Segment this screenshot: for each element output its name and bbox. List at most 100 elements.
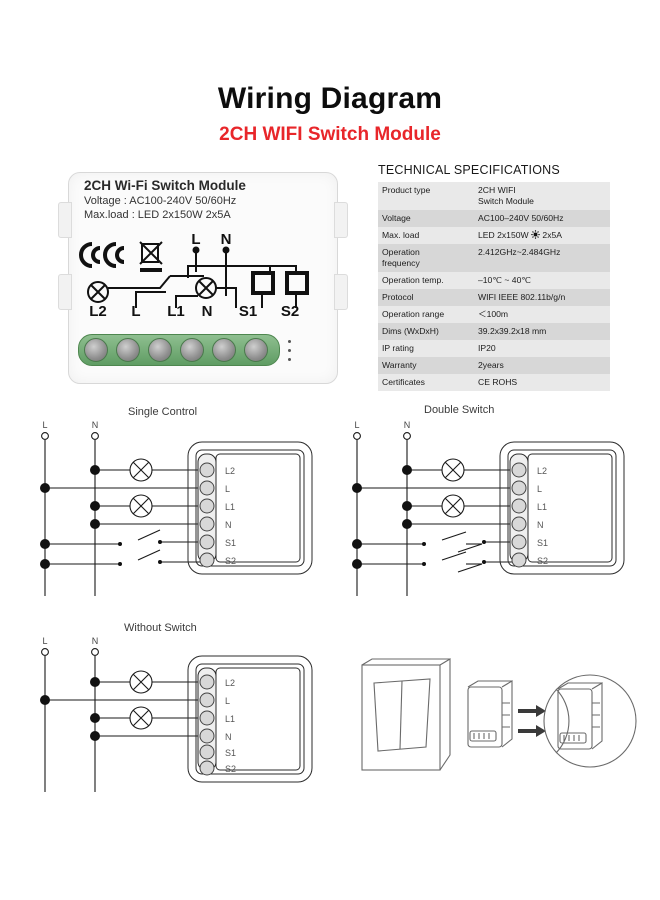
table-row: Protocol WIFI IEEE 802.11b/g/n: [378, 289, 610, 306]
spec-key: Certificates: [382, 377, 425, 387]
terminal-label-L2: L2: [225, 466, 235, 476]
double-switch-title: Double Switch: [424, 404, 495, 416]
spec-key: Dims (WxDxH): [382, 326, 439, 336]
spec-table-title: TECHNICAL SPECIFICATIONS: [378, 163, 560, 177]
screw-terminal: [244, 338, 268, 362]
single-control-diagram: L N L2 L L1 N S1 S2: [40, 420, 313, 596]
product-photo: 2CH Wi-Fi Switch Module Voltage : AC100-…: [58, 166, 358, 391]
spec-key: IP rating: [382, 343, 414, 353]
spec-key: Protocol: [382, 292, 414, 302]
screw-terminal: [116, 338, 140, 362]
sun-icon: [531, 230, 540, 239]
terminal-label-L1: L1: [225, 502, 235, 512]
spec-key: Max. load: [382, 230, 420, 240]
status-led-dots: [288, 340, 291, 367]
screw-terminal: [180, 338, 204, 362]
mounting-tab: [58, 202, 72, 238]
spec-key: Warranty: [382, 360, 417, 370]
terminal-label-S2: S2: [537, 556, 548, 566]
terminal-label-L2: L2: [537, 466, 547, 476]
face-terminal-L1: L1: [167, 303, 185, 316]
rail-label-L: L: [42, 420, 47, 430]
spec-value: 2.412GHz~2.484GHz: [478, 247, 561, 257]
module-face-schematic: L N L2 L L1 N S1 S2: [79, 231, 309, 316]
spec-value-amps: 2x5A: [542, 230, 563, 240]
terminal-label-L2: L2: [225, 678, 235, 688]
terminal-label-S1: S1: [537, 538, 548, 548]
table-row: Voltage AC100–240V 50/60Hz: [378, 210, 610, 227]
spec-value: –10℃ ~ 40℃: [478, 275, 531, 285]
product-label-line3: Max.load : LED 2x150W 2x5A: [84, 209, 231, 221]
terminal-label-N: N: [225, 520, 232, 530]
page-subtitle: 2CH WIFI Switch Module: [219, 124, 441, 145]
table-row: Operation range ＜100m: [378, 306, 610, 323]
terminal-label-S1: S1: [225, 748, 236, 758]
rail-label-N: N: [92, 420, 99, 430]
table-row: Dims (WxDxH) 39.2x39.2x18 mm: [378, 323, 610, 340]
table-row: Product type 2CH WIFI Switch Module: [378, 182, 610, 210]
rail-label-L: L: [354, 420, 359, 430]
page-title: Wiring Diagram: [217, 82, 443, 115]
terminal-label-S1: S1: [225, 538, 236, 548]
screw-terminal: [212, 338, 236, 362]
table-row: Max. load LED 2x150W 2x5A: [378, 227, 610, 244]
mounting-tab: [334, 274, 348, 310]
spec-value: IP20: [478, 343, 496, 353]
spec-key: Product type: [382, 185, 431, 195]
round-back-box-icon: [543, 674, 637, 768]
face-terminal-L2: L2: [89, 303, 107, 316]
spec-value: 39.2x39.2x18 mm: [478, 326, 547, 336]
spec-value-led: LED 2x150W: [478, 230, 529, 240]
spec-value: 2CH WIFI Switch Module: [478, 185, 534, 206]
screw-terminal: [148, 338, 172, 362]
terminal-label-L: L: [537, 484, 542, 494]
rail-label-L: L: [42, 636, 47, 646]
face-input-L: L: [191, 231, 200, 248]
face-terminal-L: L: [131, 303, 140, 316]
face-terminal-N: N: [202, 303, 213, 316]
spec-key: Operation frequency: [382, 247, 420, 268]
terminal-label-L: L: [225, 484, 230, 494]
spec-key: Voltage: [382, 213, 411, 223]
spec-value: WIFI IEEE 802.11b/g/n: [478, 292, 566, 302]
spec-value: ＜100m: [478, 309, 509, 319]
without-switch-diagram: L N L2 L L1 N S1 S2: [40, 636, 313, 792]
table-row: Operation temp. –10℃ ~ 40℃: [378, 272, 610, 289]
terminal-label-N: N: [225, 732, 232, 742]
wall-plate-icon: [361, 658, 451, 771]
spec-key: Operation range: [382, 309, 445, 319]
spec-key: Operation temp.: [382, 275, 444, 285]
face-terminal-S1: S1: [239, 303, 257, 316]
spec-value: LED 2x150W 2x5A: [474, 227, 610, 244]
mounting-tab: [334, 202, 348, 238]
double-switch-diagram: L N L2 L L1 N S1 S2: [352, 420, 625, 596]
single-control-title: Single Control: [128, 406, 198, 418]
mounting-tab: [58, 274, 72, 310]
rail-label-N: N: [92, 636, 99, 646]
terminal-label-S2: S2: [225, 764, 236, 774]
face-terminal-S2: S2: [281, 303, 299, 316]
spec-value: 2years: [478, 360, 504, 370]
terminal-label-L: L: [225, 696, 230, 706]
screw-terminal: [84, 338, 108, 362]
spec-table: Product type 2CH WIFI Switch Module Volt…: [378, 182, 610, 391]
table-row: Certificates CE ROHS: [378, 374, 610, 391]
terminal-label-N: N: [537, 520, 544, 530]
switch-module-icon: [467, 680, 513, 748]
terminal-label-S2: S2: [225, 556, 236, 566]
terminal-label-L1: L1: [537, 502, 547, 512]
arrow-icon: [518, 705, 546, 737]
table-row: IP rating IP20: [378, 340, 610, 357]
spec-value: AC100–240V 50/60Hz: [478, 213, 564, 223]
rail-label-N: N: [404, 420, 411, 430]
face-input-N: N: [221, 231, 232, 248]
terminal-label-L1: L1: [225, 714, 235, 724]
spec-value: CE ROHS: [478, 377, 518, 387]
installation-illustration: [361, 658, 637, 771]
product-label-line1: 2CH Wi-Fi Switch Module: [84, 178, 246, 193]
product-terminal-block: [78, 334, 291, 366]
product-label: 2CH Wi-Fi Switch Module Voltage : AC100-…: [84, 178, 324, 222]
product-label-line2: Voltage : AC100-240V 50/60Hz: [84, 195, 237, 207]
table-row: Operation frequency 2.412GHz~2.484GHz: [378, 244, 610, 272]
